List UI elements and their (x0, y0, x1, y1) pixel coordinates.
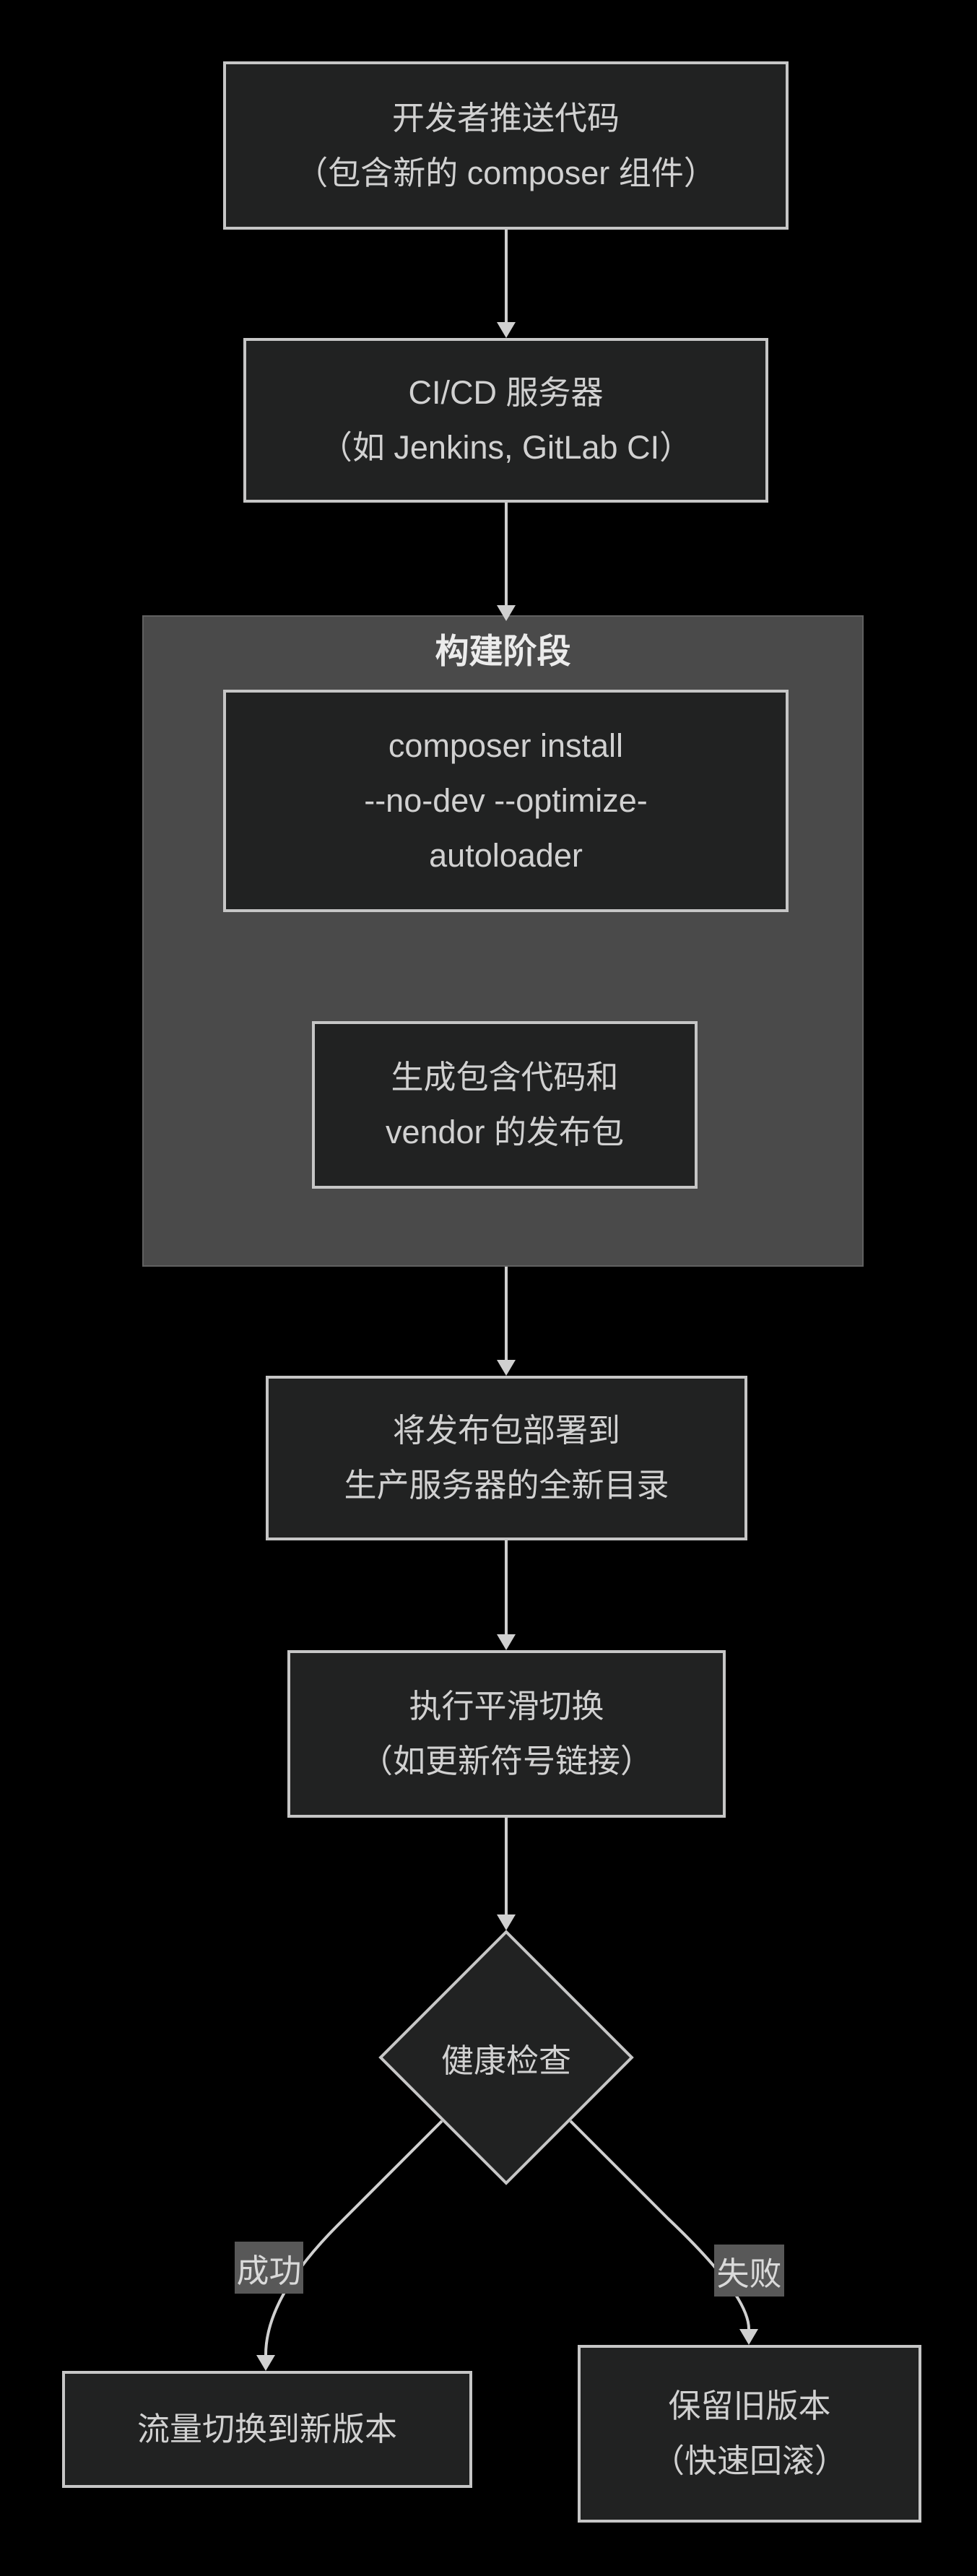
node-text-line: 将发布包部署到 (392, 1412, 620, 1449)
edge-deploy-to-switch (497, 1540, 516, 1650)
decision-health-check: 健康检查 (378, 1930, 634, 2185)
subgraph-build-stage-title: 构建阶段 (435, 632, 571, 670)
edge-build-to-deploy (497, 1267, 516, 1376)
node-text-line: （如 Jenkins, GitLab CI） (319, 429, 692, 466)
node-deploy-new-dir: 将发布包部署到 生产服务器的全新目录 (266, 1376, 747, 1540)
edge-label-failure: 失败 (714, 2245, 784, 2297)
arrowhead-icon (497, 1634, 516, 1650)
node-text-line: （如更新符号链接） (360, 1743, 653, 1779)
node-keep-old-version: 保留旧版本 （快速回滚） (578, 2345, 921, 2523)
node-traffic-switch: 流量切换到新版本 (62, 2371, 472, 2488)
edge-switch-to-health (497, 1818, 516, 1930)
node-cicd-server: CI/CD 服务器 （如 Jenkins, GitLab CI） (243, 338, 768, 503)
node-text-line: （快速回滚） (651, 2442, 847, 2479)
arrowhead-icon (497, 1914, 516, 1930)
node-composer-install: composer install --no-dev --optimize- au… (223, 690, 789, 912)
node-text-line: 保留旧版本 (668, 2388, 831, 2424)
node-text-line: 生成包含代码和 (391, 1059, 619, 1096)
node-text-line: 执行平滑切换 (409, 1688, 604, 1725)
edge-label-success: 成功 (235, 2242, 303, 2294)
node-text-line: （包含新的 composer 组件） (295, 154, 716, 191)
node-text-line: --no-dev --optimize- (364, 782, 648, 819)
node-text-line: 开发者推送代码 (391, 99, 620, 136)
node-developer-push: 开发者推送代码 （包含新的 composer 组件） (223, 61, 789, 230)
arrowhead-icon (497, 1360, 516, 1376)
node-text-line: 生产服务器的全新目录 (344, 1467, 669, 1504)
node-text-line: CI/CD 服务器 (408, 374, 604, 411)
node-text-line: 流量切换到新版本 (136, 2411, 397, 2447)
node-release-package: 生成包含代码和 vendor 的发布包 (312, 1021, 698, 1189)
arrowhead-icon (739, 2329, 758, 2345)
edge-cicd-to-build (497, 503, 516, 621)
edge-push-to-cicd (497, 230, 516, 338)
arrowhead-icon (256, 2355, 275, 2371)
node-text-line: vendor 的发布包 (385, 1114, 625, 1150)
arrowhead-icon (497, 322, 516, 338)
node-smooth-switch: 执行平滑切换 （如更新符号链接） (287, 1650, 726, 1818)
node-text-line: autoloader (429, 837, 583, 874)
edge-health-failure (569, 2120, 758, 2345)
decision-health-check-label: 健康检查 (440, 2042, 571, 2079)
node-text-line: composer install (388, 727, 624, 764)
